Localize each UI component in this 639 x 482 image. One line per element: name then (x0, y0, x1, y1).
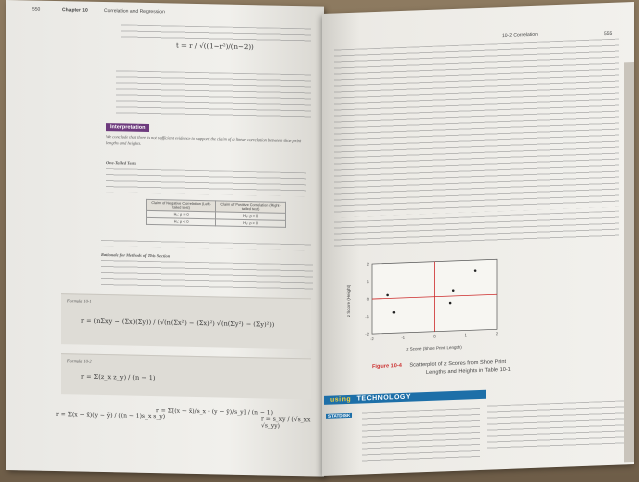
left-page-number: 550 (32, 6, 41, 13)
tech-text-right (487, 400, 625, 450)
text-block (116, 70, 311, 121)
scatter-point-0 (386, 293, 389, 297)
table-cell: H₁: ρ > 0 (215, 218, 286, 228)
chapter-title: Correlation and Regression (104, 8, 165, 16)
formula-2-label: Formula 10-2 (67, 358, 92, 364)
text-block (106, 168, 306, 197)
formula-variant-b: r = Σ[(x − x̄)/s_x · (y − ȳ)/s_y] / (n −… (156, 407, 273, 417)
reference-line-horizontal (372, 293, 497, 300)
section-header: 10-2 Correlation (502, 31, 538, 40)
body-text (334, 210, 619, 250)
one-tailed-heading: One-Tailed Tests (106, 160, 137, 166)
text-block (101, 239, 311, 251)
formula-1: r = (nΣxy − (Σx)(Σy)) / (√(n(Σx²) − (Σx)… (81, 316, 275, 329)
y-tick-labels: 2 1 0 -1 -2 (365, 262, 369, 337)
formula-2: r = Σ(z_x z_y) / (n − 1) (81, 372, 156, 383)
hypothesis-table: Claim of Negative Correlation (Left-tail… (146, 199, 286, 228)
x-tick-label: -1 (401, 335, 405, 340)
formula-box-1: Formula 10-1 r = (nΣxy − (Σx)(Σy)) / (√(… (61, 293, 311, 350)
x-tick-label: 2 (496, 331, 499, 336)
x-tick-labels: -2 -1 0 1 2 (370, 331, 499, 341)
statdisk-label: STATDISK (326, 412, 353, 419)
scatter-point-4 (473, 269, 477, 272)
y-tick-label: 2 (367, 262, 370, 267)
left-page: 550 Chapter 10 Correlation and Regressio… (6, 0, 324, 477)
scatter-point-3 (451, 289, 455, 293)
y-tick-label: 1 (367, 279, 370, 284)
using-word: using (330, 395, 352, 404)
formula-variant-a: r = Σ(x − x̄)(y − ȳ) / ((n − 1)s_x s_y) (56, 411, 166, 421)
scatter-points (386, 269, 477, 314)
chapter-label: Chapter 10 (62, 7, 88, 14)
scatter-point-2 (448, 301, 452, 305)
formula-1-label: Formula 10-1 (67, 298, 92, 304)
page-edge (624, 62, 634, 463)
figure-number: Figure 10-4 (372, 362, 402, 371)
y-tick-label: -1 (365, 314, 369, 319)
y-tick-label: 0 (367, 297, 370, 302)
t-statistic-formula: t = r / √((1−r²)/(n−2)) (176, 41, 254, 52)
table-cell: H₁: ρ < 0 (146, 217, 216, 226)
x-tick-label: 0 (433, 334, 436, 339)
scatter-point-1 (392, 310, 396, 314)
interpretation-banner: Interpretation (106, 123, 150, 133)
formula-box-2: Formula 10-2 r = Σ(z_x z_y) / (n − 1) (61, 353, 311, 400)
tech-text-left (362, 407, 480, 463)
right-page-number: 555 (604, 30, 613, 38)
interpretation-text: We conclude that there is not sufficient… (106, 134, 302, 146)
figure-caption-line2: Lengths and Heights in Table 10-1 (426, 366, 511, 377)
x-tick-label: 1 (465, 332, 468, 337)
formula-variant-c: r = s_xy / (√s_xx √s_yy) (261, 415, 311, 430)
y-tick-label: -2 (365, 332, 369, 337)
x-axis-label: z Score (Shoe Print Length) (406, 345, 462, 352)
scatterplot-figure: -2 -1 0 1 2 2 1 0 -1 -2 z Score (Shoe Print Leng… (346, 258, 499, 352)
technology-word: TECHNOLOGY (356, 393, 412, 403)
right-page: 10-2 Correlation 555 -2 -1 0 1 2 2 1 0 -1 -2 z S… (322, 2, 634, 477)
y-axis-label: z Score (Height) (346, 284, 351, 317)
text-block (101, 259, 313, 293)
x-tick-label: -2 (370, 336, 374, 341)
using-technology-banner: using TECHNOLOGY (324, 389, 486, 405)
rationale-heading: Rationale for Methods of This Section (101, 251, 171, 259)
body-text (334, 38, 619, 218)
text-block (121, 24, 311, 43)
